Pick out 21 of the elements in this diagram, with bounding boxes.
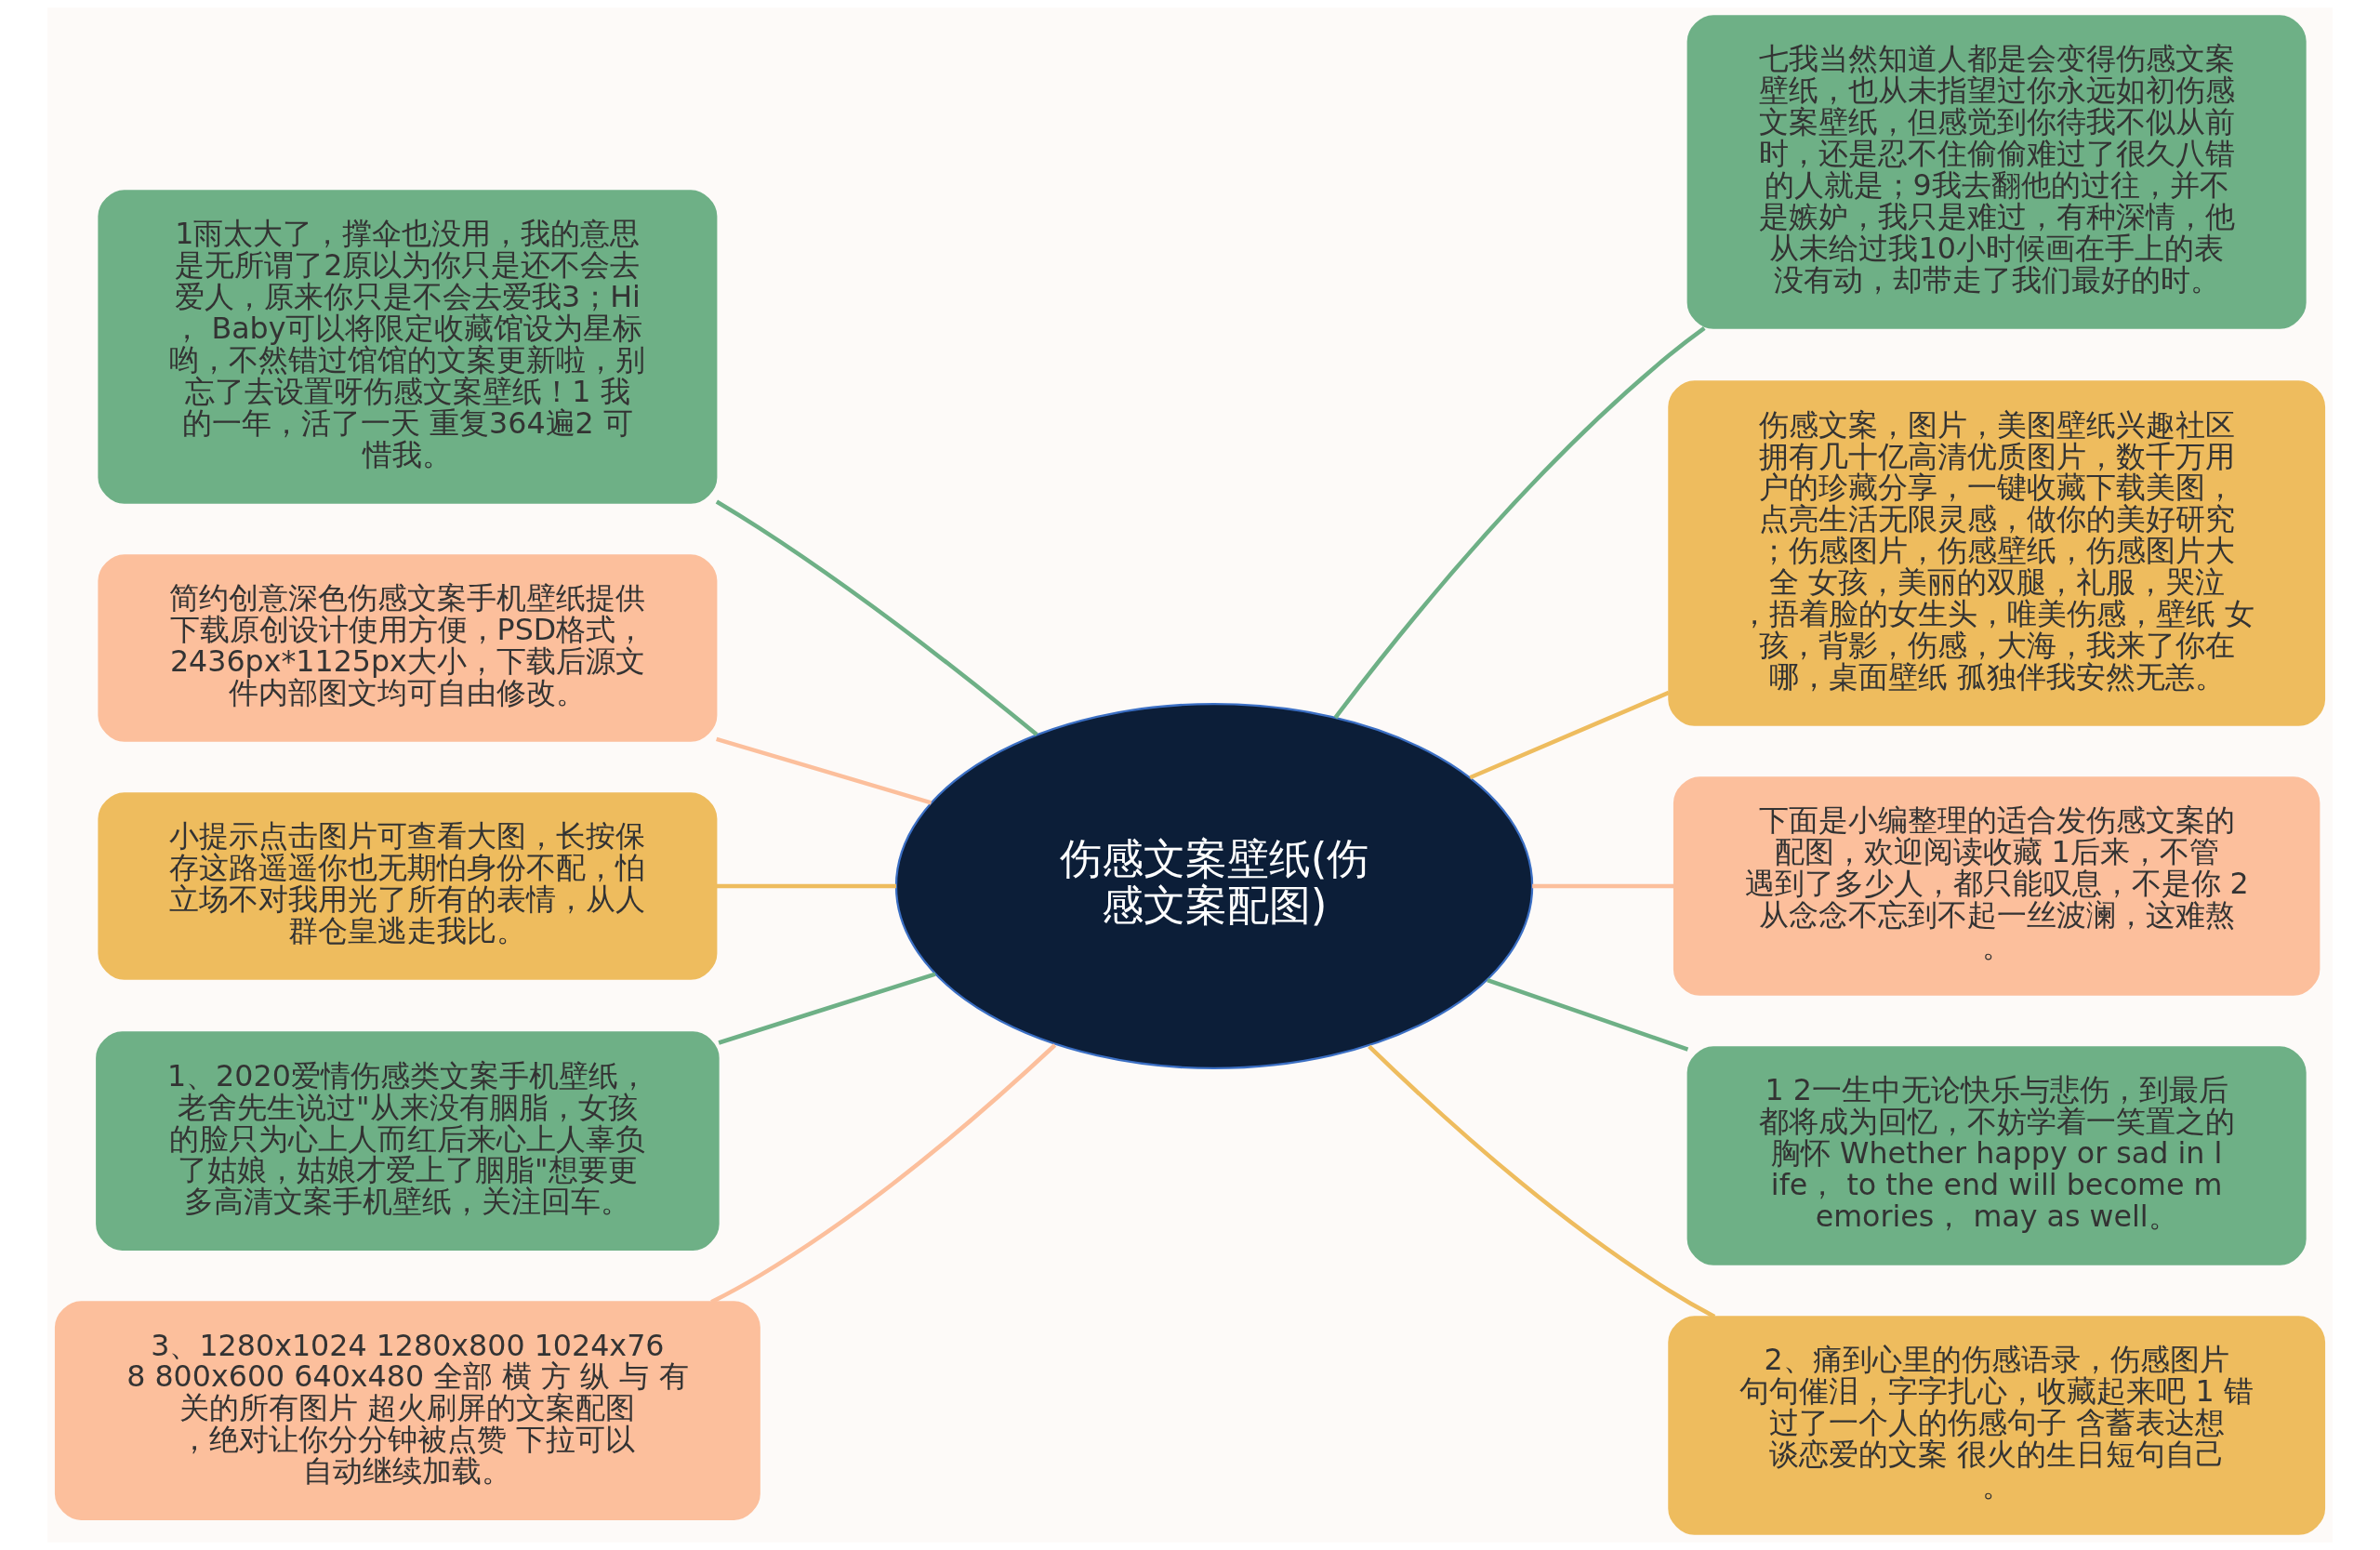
node-box: 小提示点击图片可查看大图，长按保存这路遥遥你也无期怕身份不配，怕立场不对我用光了所有的表情，从人群仓皇逃走我比。 (98, 792, 718, 980)
node-box: 3、1280x1024 1280x800 1024x768 800x600 640x480 全部 横 方 纵 与 有关的所有图片 超火刷屏的文案配图，绝对让你分分钟被点赞 下拉可以自动继续加载。 (54, 1301, 760, 1520)
connector (1487, 977, 1689, 1052)
connector (1532, 883, 1674, 889)
node-box: 1 2一生中无论快乐与悲伤，到最后都将成为回忆，不妨学着一笑置之的胸怀 Whether happy or sad in life， to the end will become memories， may as well。 (1686, 1046, 2307, 1265)
node-box: 简约创意深色伤感文案手机壁纸提供下载原创设计使用方便，PSD格式，2436px*1125px大小，下载后源文件内部图文均可自由修改。 (98, 554, 718, 742)
connector (1469, 690, 1670, 780)
connector (710, 1043, 1057, 1305)
connector (716, 883, 896, 889)
connector (716, 736, 932, 805)
connector (718, 972, 936, 1045)
node-box: 1、2020爱情伤感类文案手机壁纸，老舍先生说过"从来没有胭脂，女孩的脸只为心上人而红后来心上人辜负了姑娘，姑娘才爱上了胭脂"想要更多高清文案手机壁纸，关注回车。 (96, 1031, 720, 1251)
node-box: 1雨太大了，撑伞也没用，我的意思是无所谓了2原以为你只是还不会去爱人，原来你只是不会去爱我3；Hi， Baby可以将限定收藏馆设为星标哟，不然错过馆馆的文案更新啦，别忘了去设置呀伤感文案壁纸！1 我的一年，活了一天 重复364遍2 可惜我。 (98, 190, 718, 504)
connector (1333, 326, 1706, 720)
node-box: 下面是小编整理的适合发伤感文案的配图，欢迎阅读收藏 1后来，不管遇到了多少人，都只能叹息，不是你 2从念念不忘到不起一丝波澜，这难熬。 (1673, 776, 2320, 996)
node-box: 2、痛到心里的伤感语录，伤感图片句句催泪，字字扎心，收藏起来吧 1 错过了一个人的伤感句子 含蓄表达想谈恋爱的文案 很火的生日短句自己。 (1668, 1316, 2326, 1535)
node-box: 伤感文案，图片，美图壁纸兴趣社区拥有几十亿高清优质图片，数千万用户的珍藏分享，一键收藏下载美图，点亮生活无限灵感，做你的美好研究；伤感图片，伤感壁纸，伤感图片大全 女孩，美丽的双腿，礼服，哭泣，捂着脸的女生头，唯美伤感，壁纸 女孩，背影，伤感，大海，我来了你在哪，桌面壁纸 孤独伴我安然无恙。 (1668, 380, 2326, 726)
node-box: 七我当然知道人都是会变得伤感文案壁纸，也从未指望过你永远如初伤感文案壁纸，但感觉到你待我不似从前时，还是忍不住偷偷难过了很久八错的人就是；9我去翻他的过往，并不是嫉妒，我只是难过，有种深情，他从未给过我10小时候画在手上的表没有动，却带走了我们最好的时。 (1686, 15, 2307, 329)
node-ellipse: 伤感文案壁纸(伤感文案配图) (894, 702, 1534, 1070)
connector (1368, 1044, 1716, 1319)
connector (715, 499, 1038, 736)
